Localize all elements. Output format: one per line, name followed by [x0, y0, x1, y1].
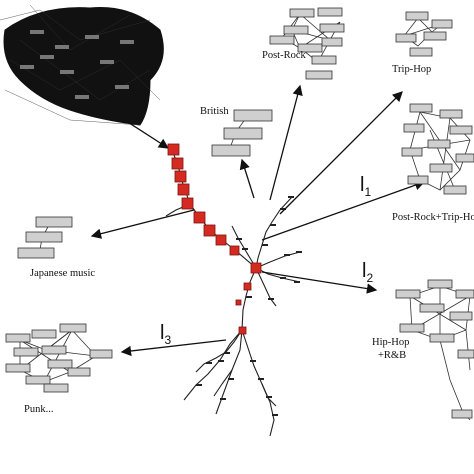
- hip-hop-cluster: [395, 279, 474, 421]
- node: [181, 197, 194, 210]
- full-network-blob: [0, 4, 164, 126]
- node: [193, 211, 206, 224]
- level-letter: l: [160, 322, 165, 344]
- node: [238, 326, 247, 335]
- british-cluster: [211, 109, 273, 157]
- arrow-blob-to-root: [105, 107, 170, 149]
- leaf-markers: [196, 196, 302, 416]
- japanese-music-cluster: [17, 216, 73, 259]
- label-post-rock: Post-Rock: [262, 50, 306, 61]
- level-letter: l: [360, 174, 365, 196]
- label-post-rock-trip-hop: Post-Rock+Trip-Ho: [392, 212, 474, 223]
- node: [215, 234, 227, 246]
- node: [203, 224, 216, 237]
- node: [229, 245, 240, 256]
- cluster-arrows: [90, 84, 426, 357]
- node: [243, 282, 252, 291]
- node: [177, 183, 190, 196]
- punk-cluster: [5, 323, 113, 393]
- trip-hop-cluster: [395, 11, 453, 57]
- level-label-l3: l3: [160, 322, 171, 347]
- post-rock-cluster: [269, 7, 345, 80]
- level-index: 3: [164, 333, 172, 347]
- node: [167, 143, 180, 156]
- label-japanese-music: Japanese music: [30, 268, 96, 279]
- level-letter: l: [362, 260, 367, 282]
- level-index: 1: [364, 185, 372, 199]
- label-hip-hop-line1: Hip-Hop: [372, 337, 410, 348]
- post-rock-trip-hop-cluster: [401, 103, 474, 195]
- node: [235, 299, 242, 306]
- label-trip-hop: Trip-Hop: [392, 64, 432, 75]
- label-hip-hop-line2: +R&B: [378, 350, 407, 361]
- node: [250, 262, 262, 274]
- node: [174, 170, 187, 183]
- level-label-l2: l2: [362, 260, 373, 285]
- label-punk: Punk...: [24, 404, 54, 415]
- level-index: 2: [366, 271, 374, 285]
- label-british: British: [200, 106, 229, 117]
- level-label-l1: l1: [360, 174, 371, 199]
- red-nodes: [167, 143, 262, 335]
- node: [171, 157, 184, 170]
